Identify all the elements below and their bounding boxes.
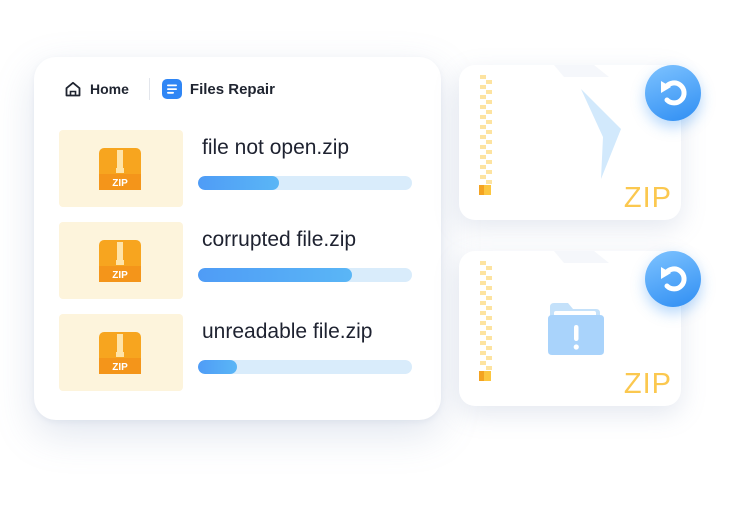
file-row[interactable]: ZIP unreadable file.zip — [59, 314, 414, 392]
progress-bar — [198, 268, 412, 282]
zip-file-icon: ZIP — [99, 240, 141, 282]
files-repair-app-icon — [161, 79, 182, 99]
zipper-icon — [479, 75, 492, 195]
folder-warning-icon — [548, 303, 604, 355]
zip-label: ZIP — [623, 182, 672, 214]
zip-badge: ZIP — [112, 178, 128, 189]
refresh-icon — [661, 266, 687, 292]
file-thumbnail: ZIP — [59, 130, 183, 207]
zip-archive-card[interactable]: ZIP — [459, 65, 681, 220]
file-row[interactable]: ZIP corrupted file.zip — [59, 222, 414, 300]
card-folder-shape — [519, 65, 609, 77]
file-thumbnail: ZIP — [59, 314, 183, 391]
repair-button[interactable] — [645, 251, 701, 307]
zip-archive-card[interactable]: ZIP — [459, 251, 681, 406]
zip-badge: ZIP — [112, 362, 128, 373]
breadcrumb-files-repair[interactable]: Files Repair — [189, 80, 275, 98]
breadcrumb-divider — [148, 78, 150, 100]
progress-bar — [198, 176, 412, 190]
files-repair-panel: Home Files Repair ZIP file not open.zip — [34, 57, 441, 420]
progress-fill — [198, 176, 280, 190]
file-name: unreadable file.zip — [202, 320, 373, 343]
progress-bar — [198, 360, 412, 374]
zip-file-icon: ZIP — [99, 148, 141, 190]
zipper-icon — [479, 261, 492, 381]
repair-button[interactable] — [645, 65, 701, 121]
home-icon[interactable] — [64, 80, 82, 98]
file-row[interactable]: ZIP file not open.zip — [59, 130, 414, 208]
zip-file-icon: ZIP — [99, 332, 141, 374]
file-name: file not open.zip — [202, 136, 350, 159]
zip-badge: ZIP — [112, 270, 128, 281]
card-folder-shape — [519, 251, 609, 263]
progress-fill — [198, 360, 237, 374]
breadcrumb-home[interactable]: Home — [90, 81, 129, 97]
breadcrumb: Home Files Repair — [64, 77, 275, 101]
file-name: corrupted file.zip — [202, 228, 357, 251]
file-thumbnail: ZIP — [59, 222, 183, 299]
refresh-icon — [661, 80, 687, 106]
zip-label: ZIP — [623, 368, 672, 400]
chevron-icon — [581, 89, 621, 179]
progress-fill — [198, 268, 353, 282]
